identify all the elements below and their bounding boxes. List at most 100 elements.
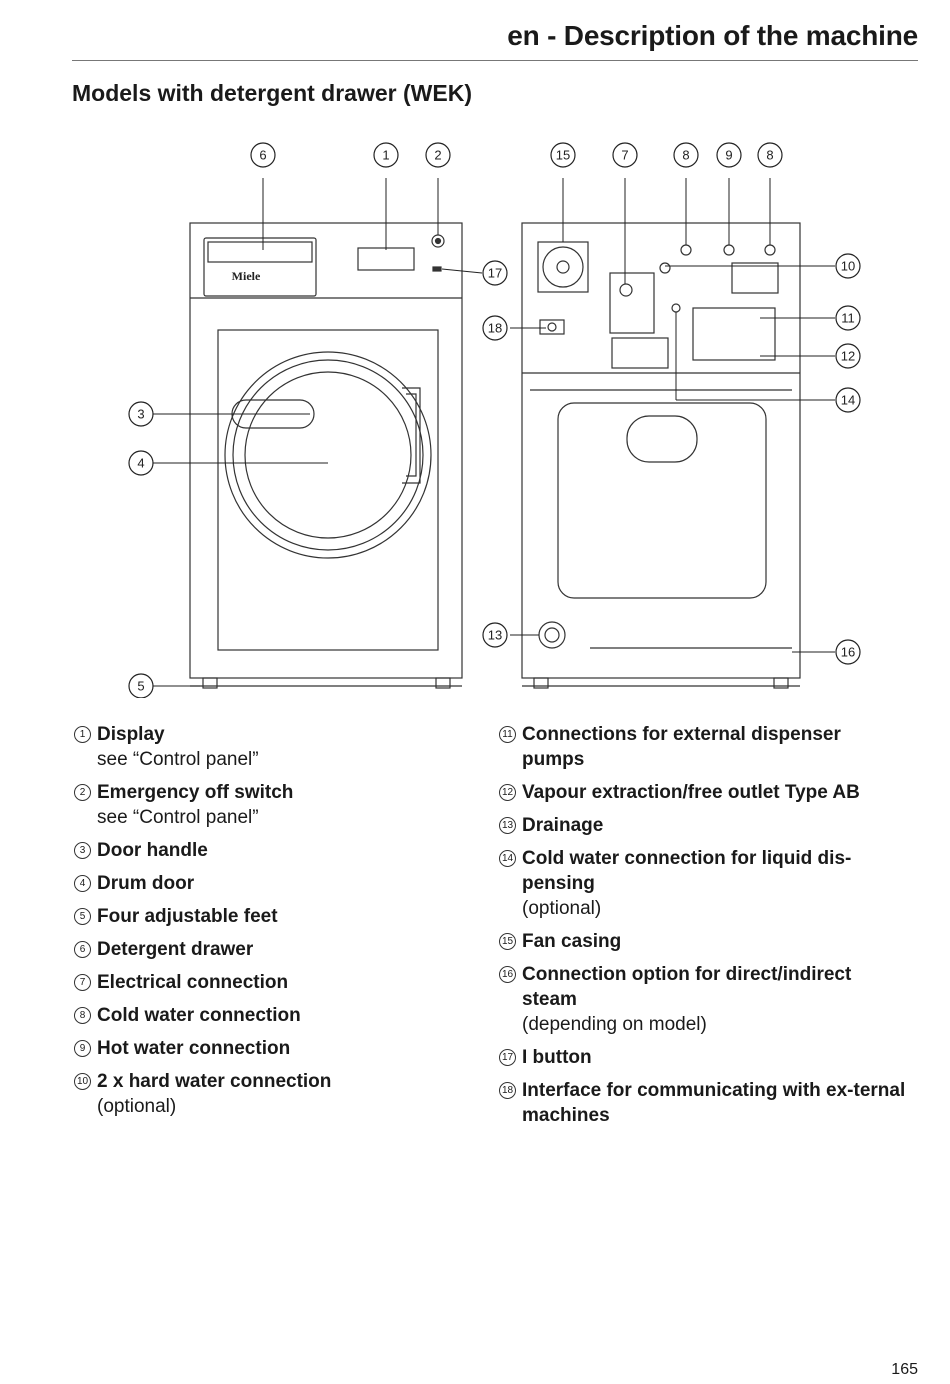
legend-number: 8	[74, 1007, 91, 1024]
front-view	[189, 222, 463, 689]
dispenser-pump-panel	[692, 307, 776, 361]
legend-label: Detergent drawer	[97, 939, 254, 960]
legend-number: 4	[74, 875, 91, 892]
callout-2: 2	[425, 142, 451, 168]
svg-text:17: 17	[488, 266, 502, 281]
legend-number: 15	[499, 933, 516, 950]
svg-text:18: 18	[488, 321, 502, 336]
legend-label: Four adjustable feet	[97, 906, 278, 927]
legend-note: (depending on model)	[522, 1014, 707, 1035]
machine-diagram: Miele	[120, 138, 880, 698]
callout-8b: 8	[757, 142, 783, 168]
interface-port	[539, 319, 565, 335]
legend-number: 14	[499, 850, 516, 867]
legend-number: 16	[499, 966, 516, 983]
legend-number: 1	[74, 726, 91, 743]
legend-note: (optional)	[522, 898, 602, 919]
legend-item-14: 14 Cold water connection for liquid dis-…	[497, 846, 907, 921]
legend-item-6: 6 Detergent drawer	[72, 937, 472, 962]
svg-text:7: 7	[621, 148, 628, 163]
legend-label: Cold water connection for liquid dis-pen…	[522, 848, 852, 894]
legend-label: Connections for external dispenser pumps	[522, 724, 841, 770]
svg-text:9: 9	[725, 148, 732, 163]
fan-casing	[537, 241, 589, 293]
svg-text:16: 16	[841, 645, 855, 660]
electrical-box	[609, 272, 655, 334]
legend-item-11: 11 Connections for external dispenser pu…	[497, 722, 907, 772]
legend-label: Hot water connection	[97, 1038, 291, 1059]
callout-11: 11	[835, 305, 861, 331]
i-button-shape	[432, 266, 442, 272]
callout-1: 1	[373, 142, 399, 168]
legend-label: Vapour extraction/free outlet Type AB	[522, 782, 860, 803]
legend-number: 10	[74, 1073, 91, 1090]
legend-item-15: 15 Fan casing	[497, 929, 907, 954]
legend-item-17: 17 I button	[497, 1045, 907, 1070]
rear-view	[521, 222, 801, 689]
svg-text:15: 15	[556, 148, 570, 163]
legend-number: 9	[74, 1040, 91, 1057]
legend-label: Drum door	[97, 873, 195, 894]
svg-text:14: 14	[841, 393, 855, 408]
section-title: Models with detergent drawer (WEK)	[72, 80, 472, 106]
callout-15: 15	[550, 142, 576, 168]
drawer-handle-slot	[207, 241, 313, 263]
callout-13: 13	[482, 622, 508, 648]
legend-item-5: 5 Four adjustable feet	[72, 904, 472, 929]
callout-14: 14	[835, 387, 861, 413]
legend-number: 7	[74, 974, 91, 991]
connector-plate	[731, 262, 779, 294]
legend-item-9: 9 Hot water connection	[72, 1036, 472, 1061]
legend-right: 11 Connections for external dispenser pu…	[497, 722, 907, 1136]
brand-logo: Miele	[232, 269, 261, 283]
callouts: 6 1 2 17 18 3 4 5 15 7 8 9 8 10 11 12 14…	[128, 142, 861, 698]
legend-item-13: 13 Drainage	[497, 813, 907, 838]
front-cabinet	[189, 222, 463, 679]
callout-4: 4	[128, 450, 154, 476]
svg-text:8: 8	[766, 148, 773, 163]
legend-label: Cold water connection	[97, 1005, 301, 1026]
rear-panel-handle	[626, 415, 698, 463]
svg-text:2: 2	[434, 148, 441, 163]
callout-3: 3	[128, 401, 154, 427]
legend-item-8: 8 Cold water connection	[72, 1003, 472, 1028]
legend-left: 1 Display see “Control panel” 2 Emergenc…	[72, 722, 472, 1127]
legend-number: 6	[74, 941, 91, 958]
detergent-drawer	[203, 237, 317, 297]
legend-note: see “Control panel”	[97, 807, 259, 828]
legend-label: 2 x hard water connection	[97, 1071, 332, 1092]
rear-service-panel	[557, 402, 767, 599]
callout-6: 6	[250, 142, 276, 168]
legend-item-10: 10 2 x hard water connection (optional)	[72, 1069, 472, 1119]
callout-17: 17	[482, 260, 508, 286]
legend-label: Emergency off switch	[97, 782, 294, 803]
legend-item-16: 16 Connection option for direct/indirect…	[497, 962, 907, 1037]
callout-9: 9	[716, 142, 742, 168]
rating-label	[611, 337, 669, 369]
svg-text:13: 13	[488, 628, 502, 643]
callout-7: 7	[612, 142, 638, 168]
legend-item-4: 4 Drum door	[72, 871, 472, 896]
legend-item-7: 7 Electrical connection	[72, 970, 472, 995]
svg-text:11: 11	[841, 311, 855, 326]
svg-text:1: 1	[382, 148, 389, 163]
legend-number: 3	[74, 842, 91, 859]
door-frame	[217, 329, 439, 651]
legend-item-18: 18 Interface for communicating with ex-t…	[497, 1078, 907, 1128]
callout-8a: 8	[673, 142, 699, 168]
legend-label: Connection option for direct/indirect st…	[522, 964, 852, 1010]
legend-note: see “Control panel”	[97, 749, 259, 770]
callout-18: 18	[482, 315, 508, 341]
legend-label: Interface for communicating with ex-tern…	[522, 1080, 906, 1126]
svg-text:3: 3	[137, 407, 144, 422]
legend-note: (optional)	[97, 1096, 177, 1117]
drainage-outlet	[538, 621, 566, 649]
svg-text:12: 12	[841, 349, 855, 364]
legend-label: Display	[97, 724, 165, 745]
legend-number: 2	[74, 784, 91, 801]
display-panel	[357, 247, 415, 271]
svg-text:6: 6	[259, 148, 266, 163]
door-hinge	[402, 387, 421, 484]
legend-number: 18	[499, 1082, 516, 1099]
legend-item-12: 12 Vapour extraction/free outlet Type AB	[497, 780, 907, 805]
